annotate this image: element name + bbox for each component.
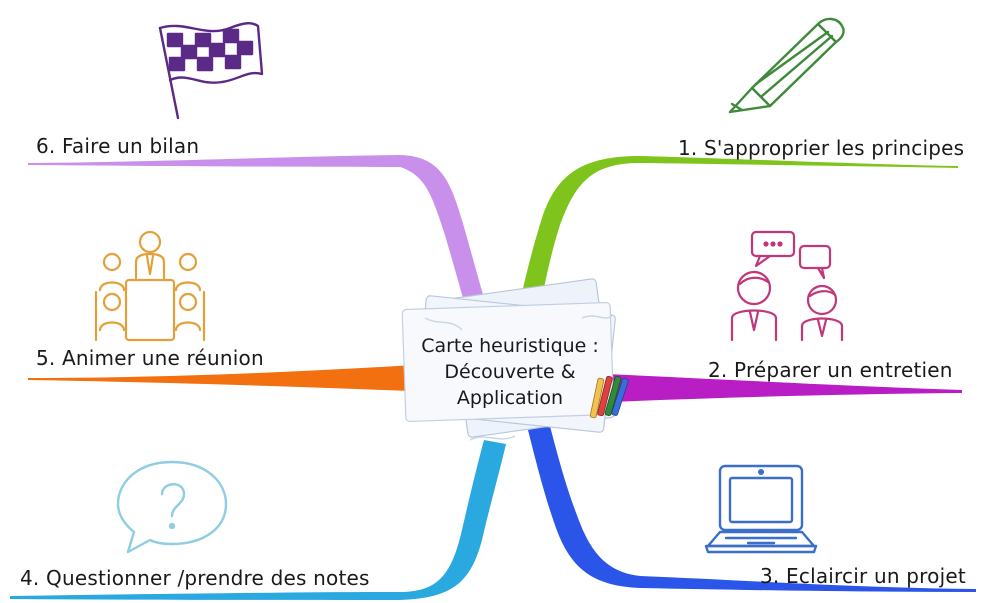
paper-sheet-front: [401, 301, 615, 423]
question-bubble-icon: [116, 460, 228, 554]
branch-4-label[interactable]: 4. Questionner /prendre des notes: [20, 566, 370, 590]
central-topic-line-1: Carte heuristique :: [421, 335, 599, 357]
meeting-icon: [94, 230, 206, 342]
branch-2-label[interactable]: 2. Préparer un entretien: [708, 358, 953, 382]
paper-sketch-lines: [424, 315, 613, 441]
branch-4-line: [10, 440, 506, 600]
markers-icon: [589, 375, 629, 419]
checkered-flag-icon: [158, 22, 264, 120]
central-topic-line-3: Application: [456, 387, 564, 409]
central-topic-line-2: Découverte &: [444, 361, 576, 383]
central-topic-graphic: [401, 278, 616, 441]
branch-1-label[interactable]: 1. S'approprier les principes: [678, 136, 965, 160]
conversation-icon: [730, 230, 844, 342]
branch-2-line: [560, 372, 962, 404]
central-topic[interactable]: Carte heuristique : Découverte & Applica…: [400, 333, 620, 411]
branch-5-line: [28, 364, 432, 392]
pencil-icon: [728, 17, 845, 114]
branch-6-label[interactable]: 6. Faire un bilan: [36, 134, 200, 158]
branch-3-label[interactable]: 3. Eclaircir un projet: [760, 564, 966, 588]
laptop-icon: [704, 464, 818, 554]
branch-5-label[interactable]: 5. Animer une réunion: [36, 346, 264, 370]
